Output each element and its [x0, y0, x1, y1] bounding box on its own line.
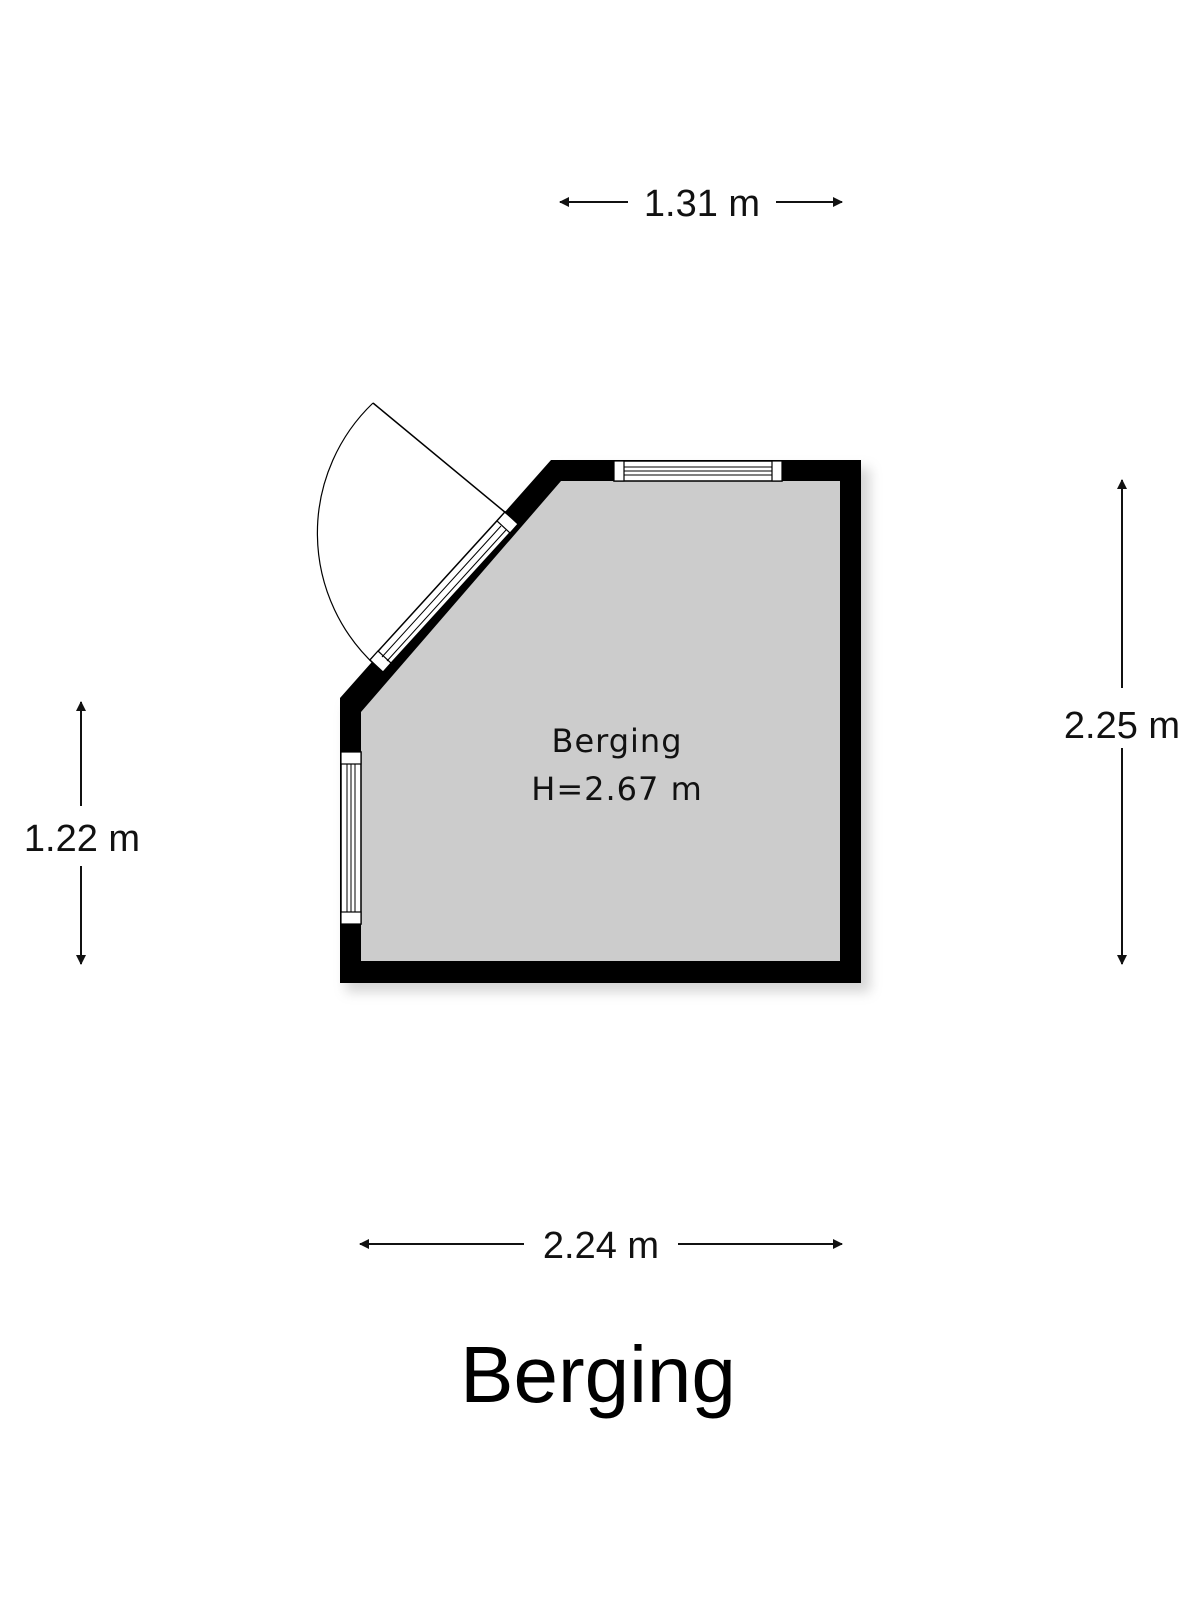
dimension-right: 2.25 m — [1064, 479, 1180, 965]
plan-title: Berging — [460, 1330, 736, 1419]
dimension-top-label: 1.31 m — [644, 183, 760, 225]
dimension-bottom-label: 2.24 m — [543, 1225, 659, 1267]
left-window — [340, 751, 362, 925]
door-swing — [316, 402, 513, 667]
dimension-bottom: 2.24 m — [359, 1225, 843, 1267]
room-height: H=2.67 m — [531, 770, 702, 808]
dimension-left-label: 1.22 m — [24, 818, 140, 860]
room-name: Berging — [551, 722, 682, 760]
room-floor — [359, 476, 844, 964]
dimension-right-label: 2.25 m — [1064, 705, 1180, 747]
dimension-left: 1.22 m — [24, 701, 140, 965]
top-window — [613, 460, 783, 482]
dimension-top: 1.31 m — [559, 183, 843, 225]
door-frame — [368, 510, 520, 674]
